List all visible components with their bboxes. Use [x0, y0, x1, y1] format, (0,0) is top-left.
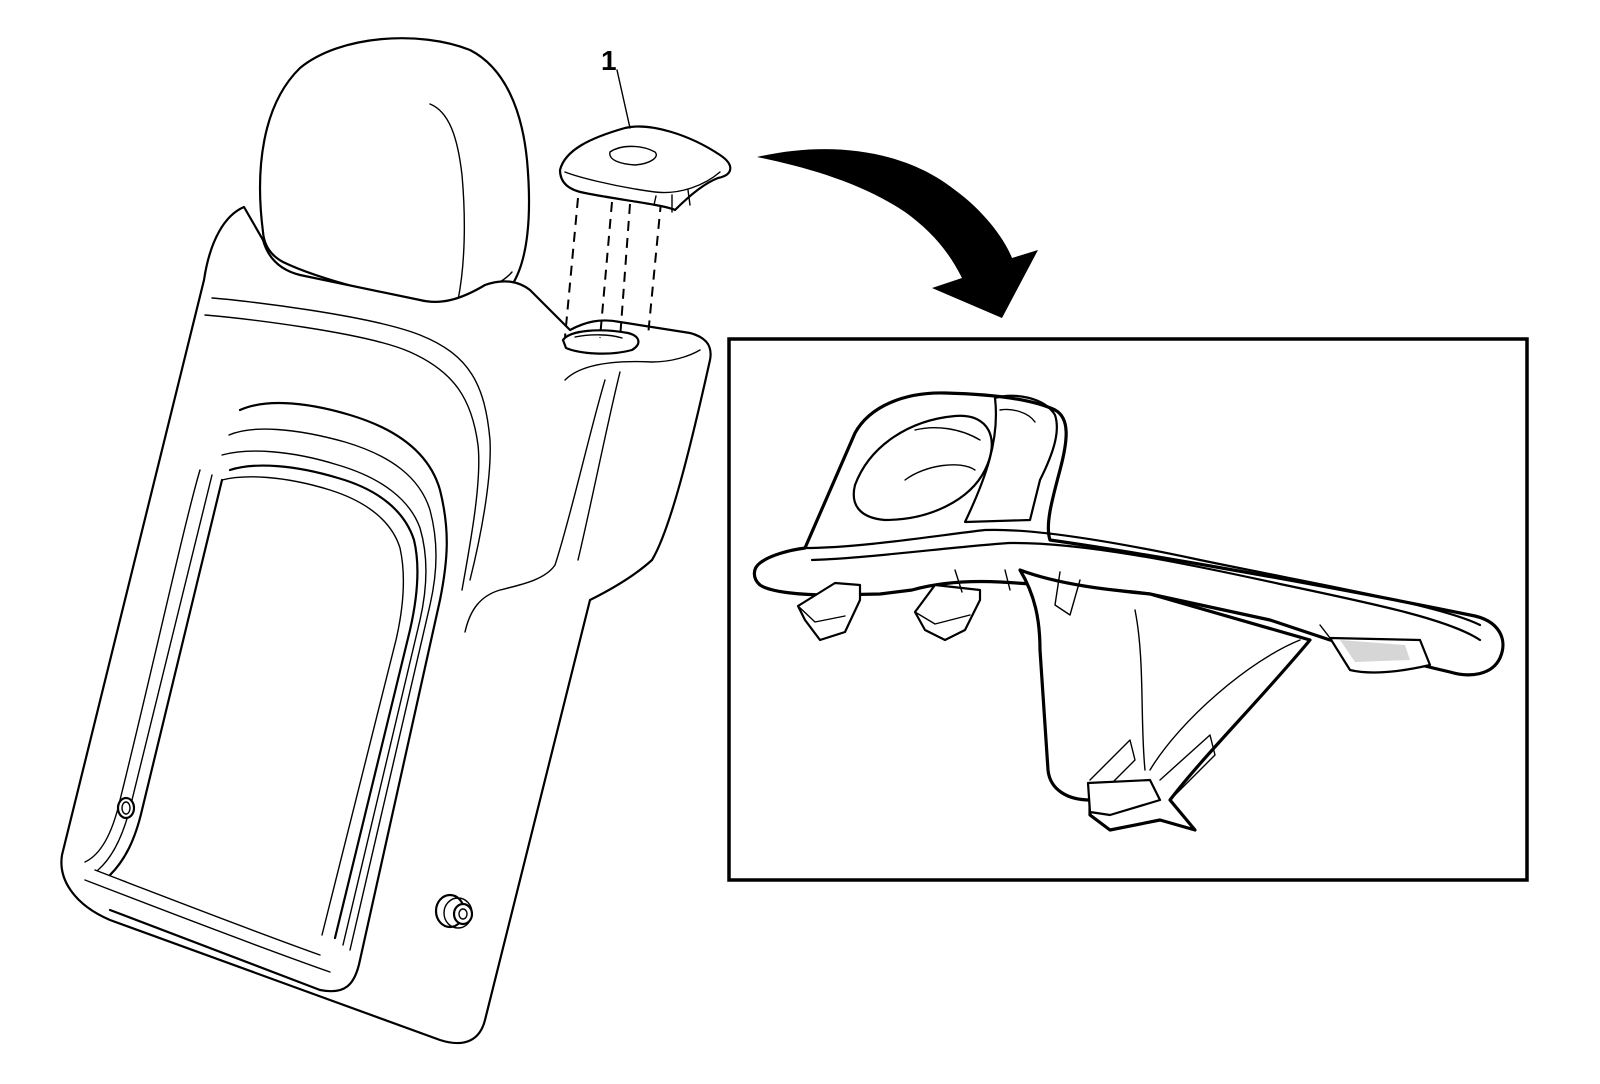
- release-knob-left: [116, 796, 136, 820]
- escutcheon: [558, 125, 732, 340]
- callout-label-1: 1: [601, 45, 617, 76]
- detail-view: [727, 337, 1529, 882]
- installation-guide-lines: [564, 197, 662, 340]
- seat-back: [60, 37, 712, 1045]
- headrest-guide-opening: [561, 329, 640, 355]
- mounting-bolt: [434, 893, 474, 929]
- headrest: [258, 37, 531, 309]
- detail-arrow: [757, 149, 1038, 318]
- escutcheon-enlarged: [752, 391, 1505, 832]
- callout-1: 1: [601, 45, 631, 129]
